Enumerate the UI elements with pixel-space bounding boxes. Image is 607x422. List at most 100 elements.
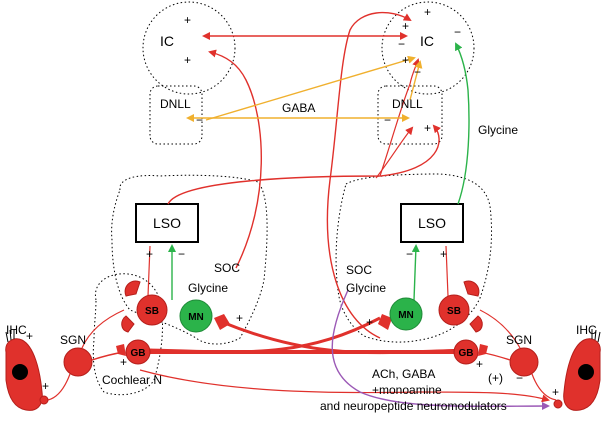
gaba-dnll-left-to-ic-right bbox=[205, 55, 416, 121]
calyx-left bbox=[214, 314, 230, 330]
sign-ihc-right-minus: − bbox=[516, 371, 523, 385]
ihc-right-nucleus bbox=[578, 364, 594, 380]
ic-right-label: IC bbox=[420, 33, 434, 49]
sign-dnll-right-minus: − bbox=[384, 113, 391, 127]
cochlear-n-region bbox=[92, 273, 163, 396]
sgn-right-dendrite bbox=[531, 373, 557, 401]
sign-ic-left-top: + bbox=[184, 13, 191, 27]
sign-mn-right: + bbox=[366, 315, 373, 329]
sgn-left-axon bbox=[91, 351, 125, 361]
neuromod-sign: (+) bbox=[488, 371, 503, 385]
lso-left-label: LSO bbox=[153, 215, 181, 231]
sgn-left-dendrite bbox=[47, 373, 71, 401]
ic-right-region bbox=[381, 1, 475, 95]
ihc-right-hair-2 bbox=[594, 329, 597, 341]
ic-left-region bbox=[142, 1, 236, 95]
ihc-left-synapse bbox=[39, 395, 49, 405]
dnll-right-label: DNLL bbox=[392, 97, 423, 111]
sign-dnll-left: − bbox=[196, 113, 203, 127]
sign-ic-right-top: + bbox=[424, 5, 431, 19]
sign-lso-right-plus: + bbox=[440, 247, 447, 261]
gb-right-label: GB bbox=[459, 348, 474, 359]
sb-left-label: SB bbox=[145, 306, 159, 317]
sign-mn-left: + bbox=[236, 311, 243, 325]
soc-left-label: SOC bbox=[214, 261, 240, 275]
ihc-left-nucleus bbox=[12, 364, 28, 380]
sgn-right-cell bbox=[509, 347, 539, 377]
mn-left-cell bbox=[179, 299, 213, 333]
lso-right-label: LSO bbox=[418, 215, 446, 231]
crossing-to-ic-right bbox=[326, 11, 412, 339]
dnll-left-region bbox=[149, 85, 203, 145]
mn-right-label: MN bbox=[398, 310, 414, 321]
sb-left-cell bbox=[136, 294, 168, 326]
glycine-left-label: Glycine bbox=[188, 281, 228, 295]
sign-dnll-right-plus: + bbox=[424, 121, 431, 135]
sign-lso-left-plus: + bbox=[146, 247, 153, 261]
sb-right-label: SB bbox=[447, 306, 461, 317]
endbulb-left-2 bbox=[121, 315, 135, 333]
endbulb-right bbox=[463, 280, 480, 297]
neuromod-line2: +monoamine bbox=[372, 383, 442, 397]
ihc-right-label: IHC bbox=[576, 323, 597, 337]
sign-ic-right-left1: + bbox=[402, 19, 409, 33]
gaba-dnll-right-to-ic-right bbox=[409, 60, 423, 101]
sign-lso-right-minus: − bbox=[406, 247, 413, 261]
lso-left-to-dnll-right bbox=[167, 124, 441, 205]
ic-left-label: IC bbox=[160, 33, 174, 49]
to-dnll-right bbox=[375, 126, 414, 179]
sign-ic-left-bottom: + bbox=[184, 53, 191, 67]
sign-ic-right-left2: − bbox=[398, 37, 405, 51]
dnll-left-label: DNLL bbox=[160, 97, 191, 111]
glycine-lso-right-to-ic bbox=[455, 42, 470, 205]
endbulb-left bbox=[124, 280, 141, 297]
glycine-top-label: Glycine bbox=[478, 123, 518, 137]
ihc-left-hair-2 bbox=[9, 329, 12, 341]
gb-right-to-mn-left bbox=[221, 320, 471, 355]
sgn-left-cell bbox=[63, 347, 93, 377]
neuromodulator-path bbox=[331, 289, 550, 411]
endbulb-right-2 bbox=[469, 315, 483, 333]
sb-right-to-lso bbox=[445, 245, 449, 297]
sgn-right-axon bbox=[479, 351, 511, 361]
gb-right-cell bbox=[453, 339, 479, 365]
sign-ihc-left-top: + bbox=[26, 329, 33, 343]
mn-right-cell bbox=[389, 297, 423, 331]
soc-right-label: SOC bbox=[346, 263, 372, 277]
sgn-left-label: SGN bbox=[60, 333, 86, 347]
sgn-right-to-sb bbox=[479, 309, 521, 349]
sign-ihc-left: + bbox=[42, 379, 49, 393]
sign-gb-right: + bbox=[476, 357, 483, 371]
sgn-right-label: SGN bbox=[506, 333, 532, 347]
soc-right-region bbox=[335, 173, 492, 343]
gb-left-cell bbox=[125, 339, 151, 365]
sb-left-to-lso bbox=[147, 245, 151, 297]
cochlear-n-to-ihc-right bbox=[139, 369, 550, 403]
calyx-right bbox=[378, 314, 392, 330]
ihc-right-hair-1 bbox=[597, 331, 601, 343]
lso-right-box bbox=[400, 203, 464, 243]
ihc-left-hair-1 bbox=[5, 331, 9, 343]
lso-left-box bbox=[135, 203, 199, 243]
soc-left-to-ic-left bbox=[208, 49, 263, 269]
sign-ic-right-left3: + bbox=[402, 53, 409, 67]
glycine-mn-right-to-lso bbox=[411, 244, 420, 301]
cochlear-n-label: Cochlear N bbox=[102, 373, 162, 387]
gaba-label: GABA bbox=[282, 101, 315, 115]
neuromod-line3: and neuropeptide neuromodulators bbox=[320, 399, 507, 413]
sign-ic-right-right: − bbox=[454, 25, 461, 39]
sign-ihc-right-plus: + bbox=[552, 385, 559, 399]
soc-left-region bbox=[111, 174, 268, 345]
gb-left-to-mn-right bbox=[149, 316, 381, 354]
neuromod-line1: ACh, GABA bbox=[372, 367, 435, 381]
glycine-right-label: Glycine bbox=[346, 281, 386, 295]
sign-gb-left: + bbox=[120, 355, 127, 369]
gb-right-ending bbox=[478, 344, 488, 356]
sign-ic-right-bottom: − bbox=[414, 65, 421, 79]
sb-right-cell bbox=[438, 294, 470, 326]
ihc-left-label: IHC bbox=[6, 323, 27, 337]
sign-lso-left-minus: − bbox=[178, 247, 185, 261]
ihc-right-synapse bbox=[553, 399, 563, 409]
